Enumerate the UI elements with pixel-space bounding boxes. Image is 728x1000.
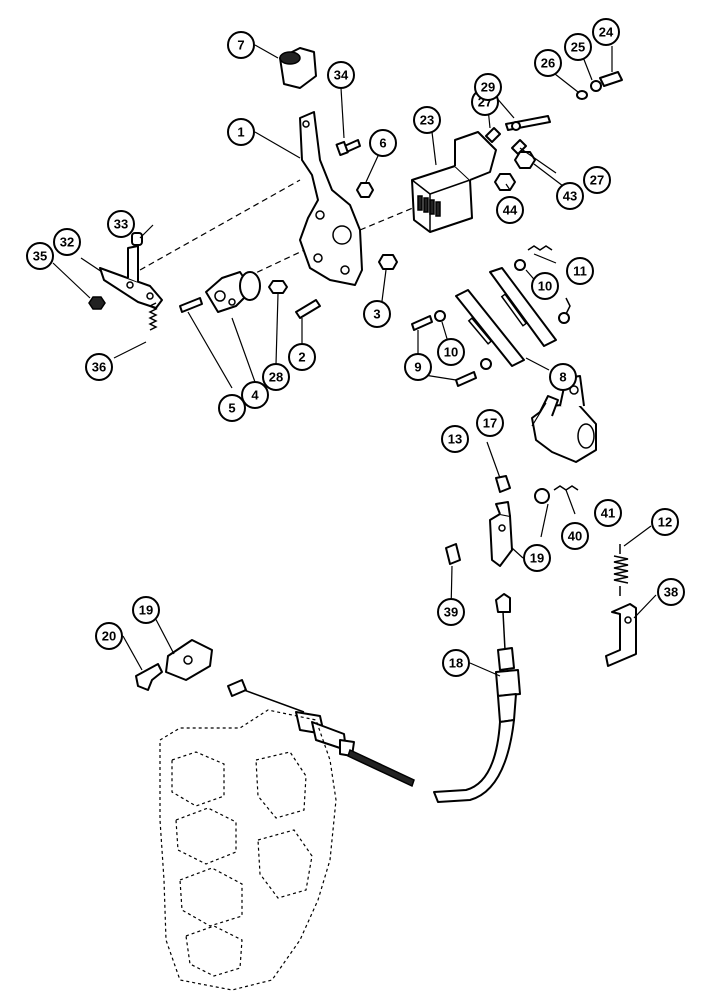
valve-body-outline	[159, 709, 337, 991]
switch-block-part	[411, 131, 497, 233]
callout-6: 6	[369, 129, 397, 157]
callout-36: 36	[85, 353, 113, 381]
callout-4: 4	[241, 381, 269, 409]
callout-39: 39	[437, 598, 465, 626]
svg-text:1: 1	[237, 125, 244, 140]
svg-text:4: 4	[251, 388, 259, 403]
callout-18: 18	[442, 649, 470, 677]
svg-text:3: 3	[373, 307, 380, 322]
washer-clip-parts	[495, 475, 579, 504]
svg-text:26: 26	[541, 56, 555, 71]
svg-text:7: 7	[237, 38, 244, 53]
clevis-lower-part	[165, 639, 213, 681]
svg-text:5: 5	[228, 401, 235, 416]
svg-text:8: 8	[559, 370, 566, 385]
callout-44: 44	[496, 196, 524, 224]
spring-12-part	[613, 544, 629, 596]
callout-17: 17	[476, 409, 504, 437]
svg-text:24: 24	[599, 25, 614, 40]
clevis-upper-part	[489, 501, 513, 567]
callout-12: 12	[651, 508, 679, 536]
callout-26: 26	[534, 49, 562, 77]
callout-29: 29	[474, 73, 502, 101]
svg-text:28: 28	[269, 370, 283, 385]
svg-text:19: 19	[530, 551, 544, 566]
callout-2: 2	[288, 343, 316, 371]
callout-20: 20	[95, 622, 123, 650]
callout-7: 7	[227, 31, 255, 59]
svg-text:19: 19	[139, 603, 153, 618]
hardware-cluster-parts	[485, 71, 623, 191]
callout-8: 8	[549, 363, 577, 391]
callout-41: 41	[594, 499, 622, 527]
callout-11: 11	[566, 257, 594, 285]
callout-33: 33	[107, 210, 135, 238]
callout-13: 13	[441, 425, 469, 453]
cable-18-part	[433, 593, 521, 803]
svg-text:43: 43	[563, 189, 577, 204]
svg-text:13: 13	[448, 432, 462, 447]
bolt-34-part	[335, 139, 361, 157]
svg-text:35: 35	[33, 249, 47, 264]
callout-3: 3	[363, 300, 391, 328]
callout-9: 9	[404, 353, 432, 381]
lever-plate-part	[299, 111, 363, 286]
bracket-38-part	[605, 603, 637, 667]
callout-24: 24	[592, 18, 620, 46]
callout-32: 32	[53, 228, 81, 256]
svg-text:2: 2	[298, 350, 305, 365]
callout-1: 1	[227, 118, 255, 146]
svg-text:23: 23	[420, 113, 434, 128]
svg-text:18: 18	[449, 656, 463, 671]
callout-19-upper: 19	[523, 544, 551, 572]
leader-lines	[52, 44, 657, 677]
svg-text:41: 41	[601, 506, 615, 521]
svg-text:27: 27	[590, 173, 604, 188]
svg-text:39: 39	[444, 605, 458, 620]
callout-40: 40	[561, 522, 589, 550]
callout-34: 34	[327, 61, 355, 89]
svg-text:10: 10	[444, 345, 458, 360]
svg-text:9: 9	[414, 360, 421, 375]
svg-text:11: 11	[573, 264, 587, 279]
svg-text:32: 32	[60, 235, 74, 250]
knob-part	[279, 47, 317, 89]
clip-20-part	[135, 663, 163, 691]
small-lever-part	[99, 232, 163, 309]
pivot-bushing-part	[205, 271, 261, 313]
callout-28: 28	[262, 363, 290, 391]
lower-cable-assembly-part	[227, 679, 415, 788]
svg-text:12: 12	[658, 515, 672, 530]
svg-text:40: 40	[568, 529, 582, 544]
svg-text:6: 6	[379, 136, 386, 151]
switch-terminals	[417, 195, 441, 217]
svg-text:20: 20	[102, 629, 116, 644]
callout-10-upper: 10	[531, 272, 559, 300]
svg-text:10: 10	[538, 279, 552, 294]
link-arms-parts	[411, 245, 571, 387]
callout-25: 25	[564, 33, 592, 61]
callout-43: 43	[556, 182, 584, 210]
svg-text:17: 17	[483, 416, 497, 431]
callout-27-right: 27	[583, 166, 611, 194]
callout-5: 5	[218, 394, 246, 422]
spring-36-part	[148, 302, 158, 331]
callout-10-lower: 10	[437, 338, 465, 366]
screw-parts	[179, 297, 321, 319]
callout-38: 38	[657, 578, 685, 606]
callout-19-lower: 19	[132, 596, 160, 624]
svg-text:38: 38	[664, 585, 678, 600]
nut-parts	[88, 182, 398, 310]
assembly-guide-lines	[139, 179, 421, 286]
svg-text:25: 25	[571, 40, 585, 55]
svg-text:36: 36	[92, 360, 106, 375]
svg-text:29: 29	[481, 80, 495, 95]
callout-35: 35	[26, 242, 54, 270]
svg-text:44: 44	[503, 203, 518, 218]
svg-text:34: 34	[334, 68, 349, 83]
svg-text:33: 33	[114, 217, 128, 232]
callout-23: 23	[413, 106, 441, 134]
pin-39-part	[445, 543, 461, 565]
